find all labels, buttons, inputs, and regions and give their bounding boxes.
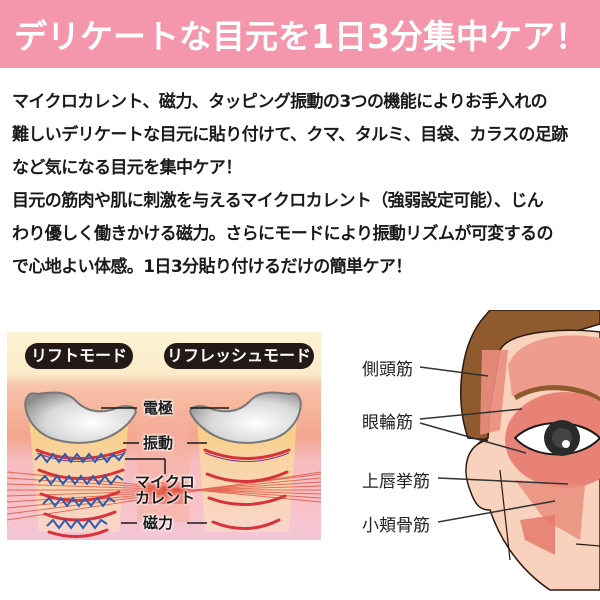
mode-illustration: リフトモード リフレッシュモード 電極 振動 マイクロ カレント 磁力 [7, 332, 321, 540]
description-line: わり優しく働きかける磁力。さらにモードにより振動リズムが可変するの [12, 224, 553, 244]
label-magnetic: 磁力 [143, 514, 174, 532]
banner-title: デリケートな目元を1日3分集中ケア！ [14, 17, 588, 56]
description-line: 目元の筋肉や肌に刺激を与えるマイクロカレント（強弱設定可能）、じん [12, 191, 544, 211]
description-line: で心地よい体感。1日3分貼り付けるだけの簡単ケア！ [12, 257, 412, 277]
product-description: マイクロカレント、磁力、タッピング振動の3つの機能によりお手入れの 難しいデリケ… [12, 86, 592, 284]
muscle-label-levator-labii: 上唇挙筋 [362, 472, 430, 492]
face-muscle-illustration: 側頭筋 眼輪筋 上唇挙筋 小頬骨筋 [340, 310, 600, 600]
label-microcurrent-1: マイクロ [135, 473, 195, 491]
title-banner: デリケートな目元を1日3分集中ケア！ [0, 0, 600, 68]
label-microcurrent-2: カレント [135, 489, 196, 507]
label-electrode: 電極 [143, 399, 174, 417]
description-line: マイクロカレント、磁力、タッピング振動の3つの機能によりお手入れの [12, 92, 548, 112]
description-line: 難しいデリケートな目元に貼り付けて、クマ、タルミ、目袋、カラスの足跡 [12, 125, 568, 145]
muscle-label-orbicularis: 眼輪筋 [362, 413, 413, 433]
face-diagram-graphic [419, 310, 600, 591]
mode-badge-lift: リフトモード [25, 343, 133, 369]
label-vibration: 振動 [143, 434, 174, 452]
muscle-label-temporalis: 側頭筋 [362, 360, 413, 380]
muscle-label-zygomaticus-minor: 小頬骨筋 [362, 516, 430, 536]
mode-badge-refresh: リフレッシュモード [164, 343, 314, 369]
description-line: など気になる目元を集中ケア！ [12, 158, 242, 178]
